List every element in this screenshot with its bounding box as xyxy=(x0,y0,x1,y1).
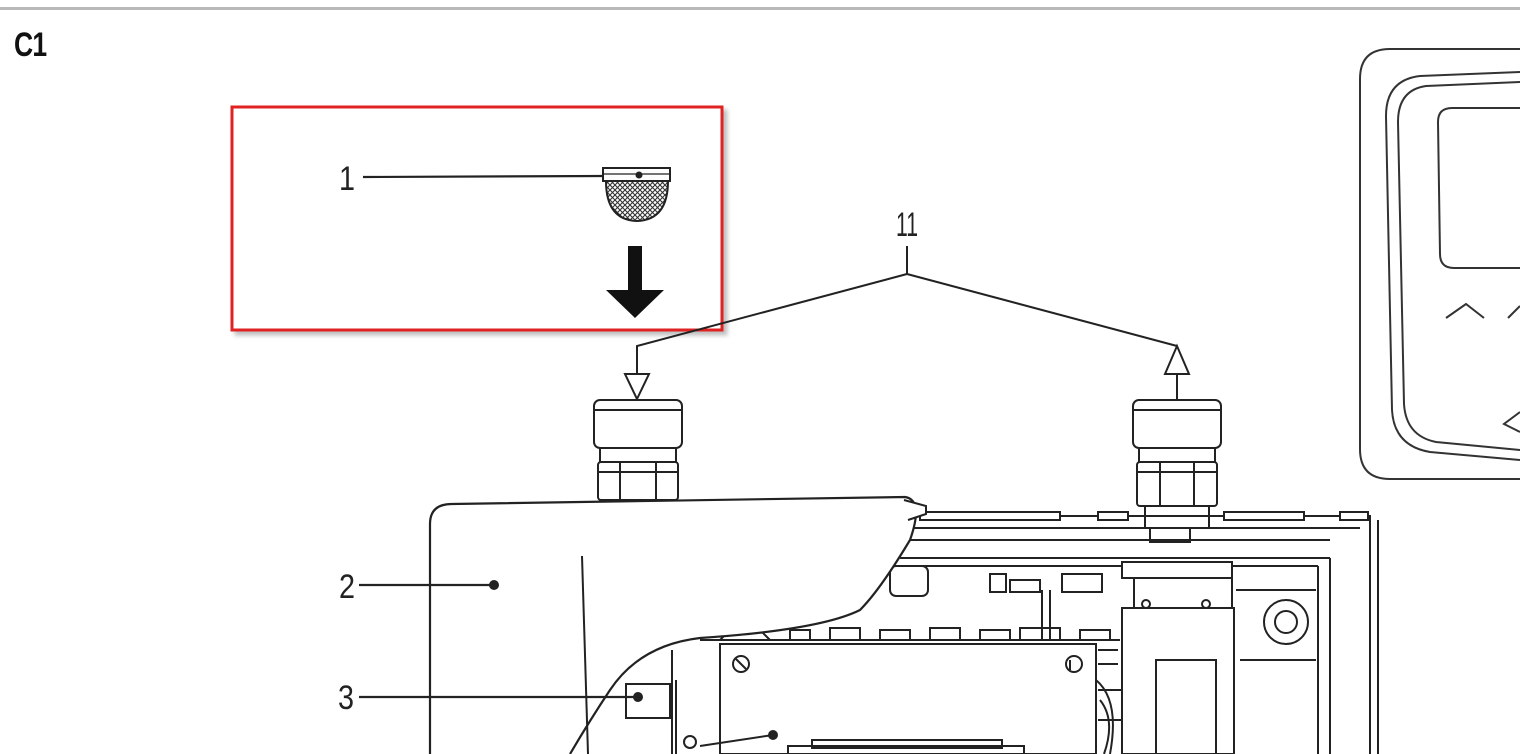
callout-3: 3 xyxy=(338,679,643,717)
housing-body xyxy=(625,511,1379,754)
board-leader xyxy=(699,730,778,747)
right-fitting xyxy=(1132,399,1222,543)
front-cover xyxy=(428,495,927,754)
figure-label: C1 xyxy=(14,26,47,64)
control-panel xyxy=(1359,48,1520,480)
arrowhead-up-icon xyxy=(1163,343,1191,375)
callout-11-label: 11 xyxy=(896,206,918,244)
left-fitting xyxy=(593,399,683,501)
callout-2-label: 2 xyxy=(339,568,355,606)
top-rule xyxy=(0,7,1520,10)
callout-1: 1 xyxy=(339,160,607,198)
callout-11: 11 xyxy=(623,206,1191,402)
callout-2: 2 xyxy=(339,568,499,606)
down-arrow-icon xyxy=(606,246,664,318)
filter-screen-part xyxy=(602,167,671,223)
arrowhead-down-icon xyxy=(623,373,651,402)
callout-1-label: 1 xyxy=(339,160,355,198)
callout-3-label: 3 xyxy=(338,679,354,717)
chevron-up-icon xyxy=(1445,302,1485,319)
